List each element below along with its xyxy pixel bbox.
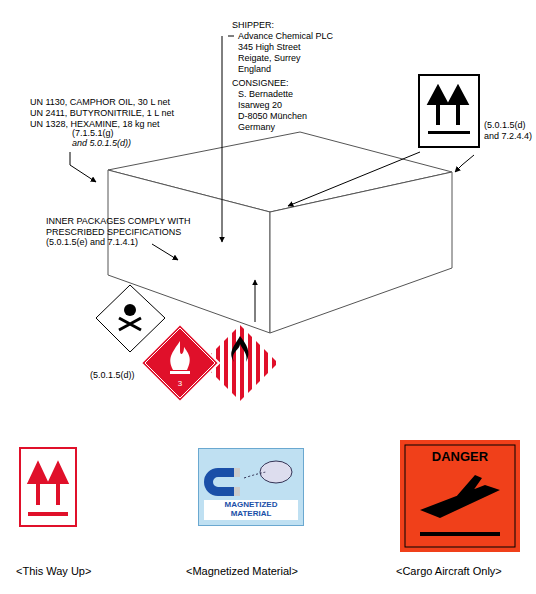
label-text: MAGNETIZED MATERIAL	[204, 500, 298, 520]
label-text: and 7.2.4.4)	[484, 131, 532, 141]
magnetized-material-label: MAGNETIZED MATERIAL	[198, 448, 304, 526]
label-text: Advance Chemical PLC	[238, 31, 333, 41]
label-text: (5.0.1.5(d)	[484, 120, 526, 130]
label-text: UN 1130, CAMPHOR OIL, 30 L net	[30, 97, 170, 107]
label-text: (5.0.1.5(d))	[90, 370, 135, 380]
label-text: (7.1.5.1(g)	[72, 128, 114, 138]
label-text: UN 1328, HEXAMINE, 18 kg net	[30, 119, 160, 129]
flammable-label-shape	[140, 323, 220, 403]
cargo-aircraft-only-label: DANGER	[400, 440, 520, 552]
this-way-up-label-on-box	[419, 75, 479, 147]
icon-caption: <This Way Up>	[16, 565, 91, 578]
toxic-label	[96, 285, 165, 352]
label-text: UN 2411, BUTYRONITRILE, 1 L net	[30, 108, 174, 118]
label-text: England	[238, 64, 271, 74]
leader-lines	[70, 36, 474, 322]
label-text: CONSIGNEE:	[232, 78, 289, 88]
label-text: (5.0.1.5(e) and 7.1.4.1)	[46, 237, 138, 247]
label-text: 345 High Street	[238, 42, 301, 52]
label-text: 3	[140, 380, 220, 389]
label-text: and 5.0.1.5(d))	[72, 138, 131, 148]
label-text: DANGER	[400, 450, 520, 464]
label-text: SHIPPER:	[232, 20, 274, 30]
label-text: S. Bernadette	[238, 89, 293, 99]
label-text: Isarweg 20	[238, 100, 282, 110]
label-text: PRESCRIBED SPECIFICATIONS	[46, 227, 181, 237]
this-way-up-icon	[20, 448, 76, 526]
icon-caption: <Magnetized Material>	[186, 565, 298, 578]
flammable-label: 3	[140, 323, 220, 403]
label-text: Reigate, Surrey	[238, 53, 301, 63]
label-text: Germany	[238, 122, 275, 132]
label-text: INNER PACKAGES COMPLY WITH	[46, 216, 191, 226]
label-text: D-8050 München	[238, 111, 307, 121]
icon-caption: <Cargo Aircraft Only>	[396, 565, 502, 578]
